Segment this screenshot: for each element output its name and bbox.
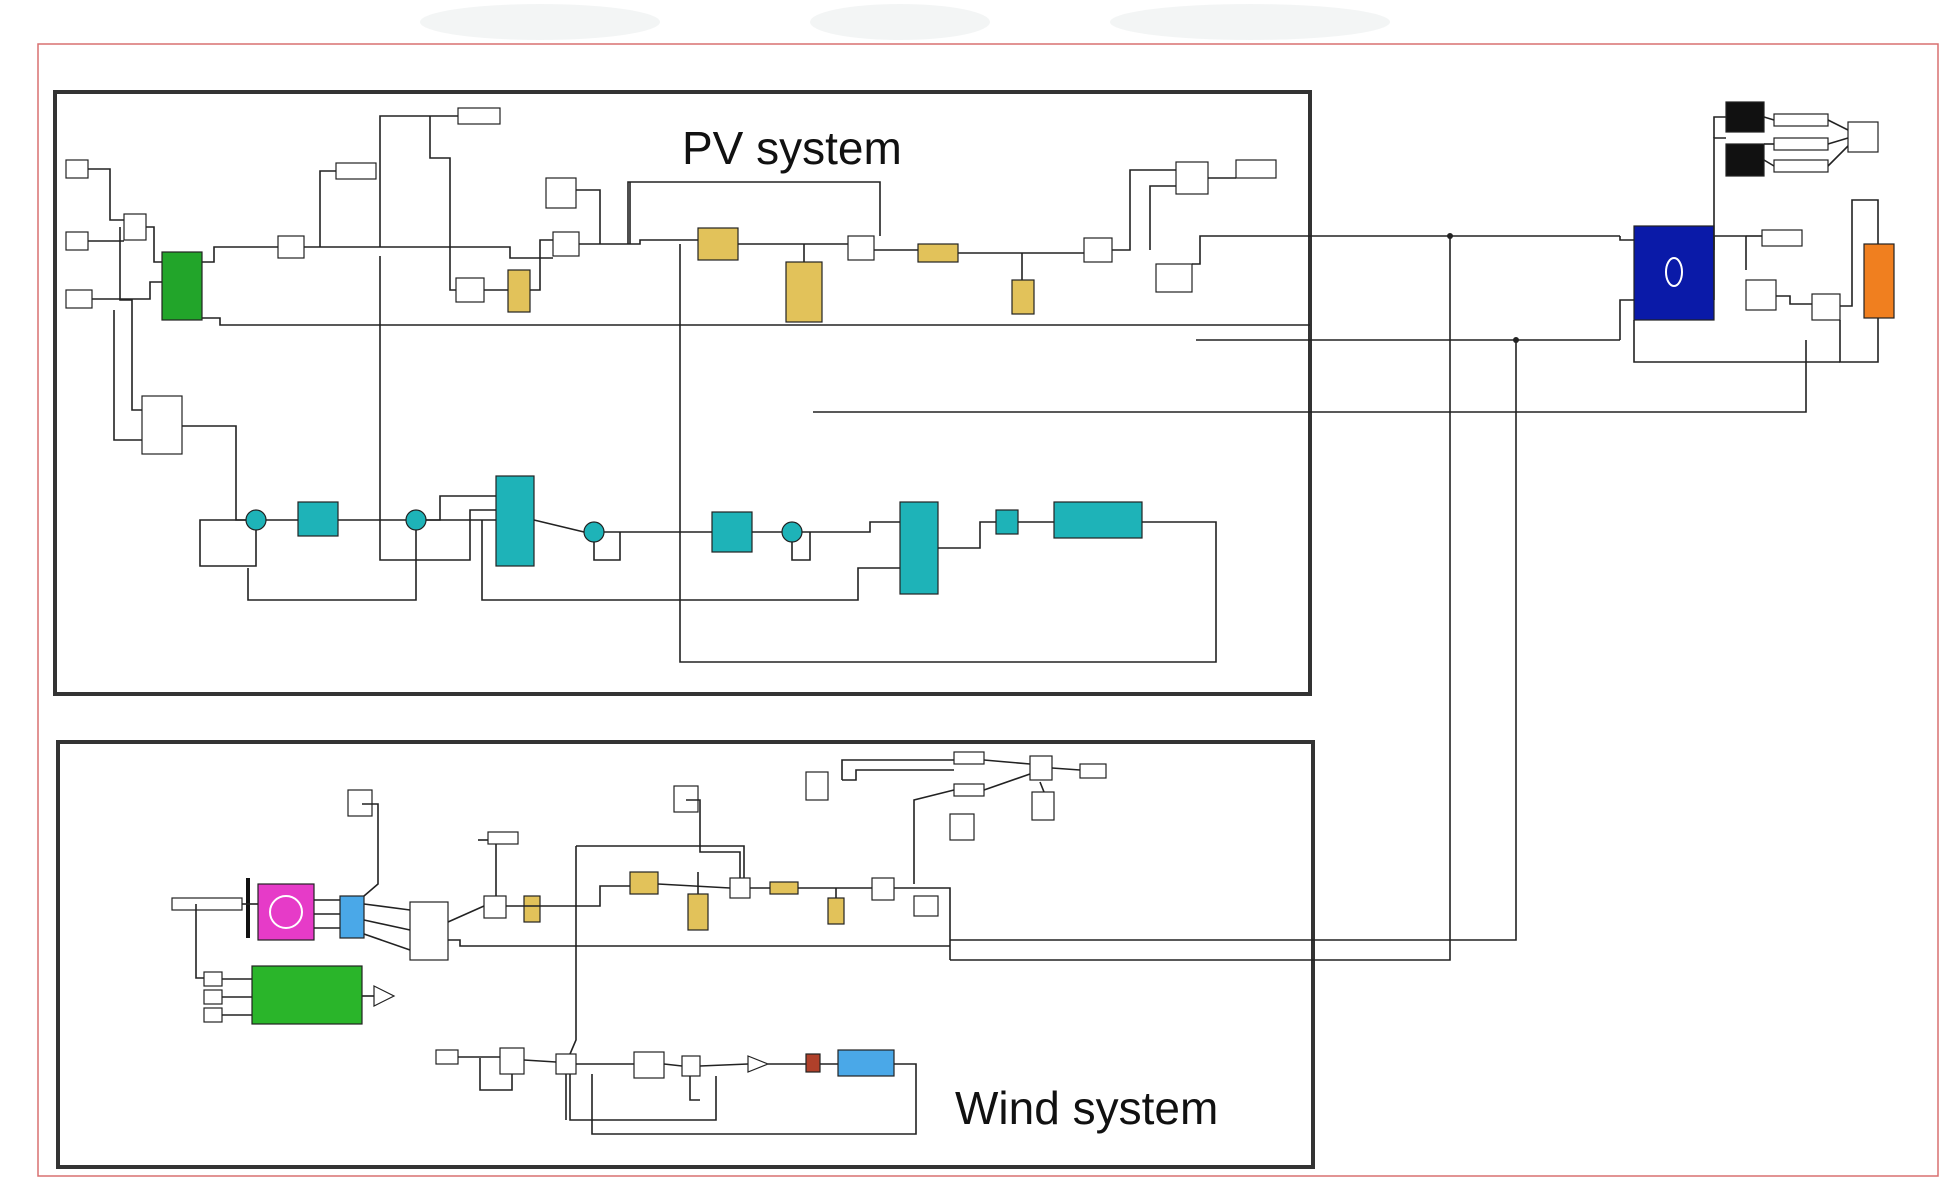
wind-display-2[interactable] (953, 783, 985, 797)
pv-system-title: PV system (682, 122, 902, 174)
wind-input-pitch[interactable] (203, 971, 223, 987)
pv-product-block-6[interactable] (1175, 161, 1209, 195)
wind-wires (195, 759, 1081, 1135)
pv-capacitor-2[interactable] (1011, 279, 1035, 315)
scope-icon[interactable] (1725, 101, 1765, 133)
capacitor-icon[interactable] (507, 269, 531, 313)
bus-junction-1 (1447, 233, 1453, 239)
pv-sum-3[interactable] (583, 521, 605, 543)
rs-scope-2[interactable] (1745, 279, 1777, 311)
wind-display-1[interactable] (953, 751, 985, 765)
pv-input-block-1[interactable] (65, 159, 89, 179)
pv-pwm-generator[interactable] (1053, 501, 1143, 539)
wind-product-1[interactable] (483, 895, 507, 919)
diode-icon[interactable] (785, 261, 823, 323)
wind-system-title: Wind system (955, 1082, 1218, 1134)
wind-gain-block[interactable] (747, 1055, 770, 1073)
resistor-icon[interactable] (1863, 243, 1895, 319)
wind-product-3[interactable] (871, 877, 895, 901)
pv-pid-controller-1[interactable] (297, 501, 339, 537)
wind-blocks (171, 751, 1107, 1079)
wind-saturation-block[interactable] (805, 1053, 821, 1073)
wind-display-top[interactable] (487, 831, 519, 845)
wind-sum-2[interactable] (681, 1055, 701, 1077)
pv-saturation-block[interactable] (995, 509, 1019, 535)
pv-sum-2[interactable] (405, 509, 427, 531)
sum-icon[interactable] (245, 509, 267, 531)
wind-system-panel (56, 740, 1315, 1169)
wind-mux-block[interactable] (499, 1047, 525, 1075)
pv-pid-controller-2[interactable] (711, 511, 753, 553)
pv-inductor-block[interactable] (917, 243, 959, 263)
rs-scope-block[interactable] (1847, 121, 1879, 153)
rs-current-sensor[interactable] (1811, 293, 1841, 321)
wind-product-2[interactable] (729, 877, 751, 899)
pv-input-block-3[interactable] (65, 289, 93, 309)
pv-display-ppv[interactable] (335, 162, 377, 180)
wind-capacitor-2[interactable] (827, 897, 845, 925)
pv-scope-1[interactable] (545, 177, 577, 209)
pv-switch-logic-2[interactable] (899, 501, 939, 595)
header-watermark (420, 4, 1390, 40)
bus-junction-2 (1513, 337, 1519, 343)
pv-blocks (65, 107, 1277, 595)
pv-product-block-5[interactable] (1083, 237, 1113, 263)
model-frame (37, 43, 1939, 1177)
pv-wires (88, 115, 1807, 663)
wind-scope-5[interactable] (1031, 791, 1055, 821)
battery-icon[interactable] (1633, 225, 1715, 321)
pv-system-panel (53, 90, 1312, 696)
wind-pi-controller[interactable] (633, 1051, 665, 1079)
pv-product-block-2[interactable] (455, 277, 485, 303)
rs-label-box-2[interactable] (1773, 137, 1829, 151)
pv-switch-logic-1[interactable] (495, 475, 535, 567)
gain-icon[interactable] (373, 985, 396, 1007)
pv-mppt-block[interactable] (141, 395, 183, 455)
battery-symbol (1665, 257, 1683, 287)
generator-symbol (269, 895, 303, 929)
pv-display-top[interactable] (457, 107, 501, 125)
wind-sum-block[interactable] (555, 1053, 577, 1075)
rs-label-box-3[interactable] (1773, 159, 1829, 173)
wind-rectifier-block[interactable] (409, 901, 449, 961)
pv-product-block-1[interactable] (277, 235, 305, 259)
rs-display-vdc[interactable] (1761, 229, 1803, 247)
wind-turbine-block[interactable] (251, 965, 363, 1025)
wind-input-speed[interactable] (203, 989, 223, 1005)
wind-pwm-generator[interactable] (837, 1049, 895, 1077)
wind-input-label[interactable] (171, 897, 243, 911)
wind-ref-input[interactable] (435, 1049, 459, 1065)
pv-product-block-4[interactable] (847, 235, 875, 261)
wind-inductor-block[interactable] (769, 881, 799, 895)
pv-sensor-block[interactable] (1155, 263, 1193, 293)
pv-mux-block[interactable] (123, 213, 147, 241)
wind-scope-4[interactable] (949, 813, 975, 841)
pv-input-block-2[interactable] (65, 231, 89, 251)
rs-label-box-1[interactable] (1773, 113, 1829, 127)
pv-switch-block[interactable] (697, 227, 739, 261)
pv-array-block[interactable] (161, 251, 203, 321)
rs-display-2[interactable] (1725, 143, 1765, 177)
pv-display-pdc[interactable] (1235, 159, 1277, 179)
wind-scope-3[interactable] (805, 771, 829, 801)
pv-product-block-3[interactable] (552, 231, 580, 257)
wind-scope-2[interactable] (673, 785, 699, 813)
grid-side-blocks (950, 101, 1895, 961)
wind-capacitor-1[interactable] (523, 895, 541, 923)
wind-product-block[interactable] (1029, 755, 1053, 781)
wind-scope-1[interactable] (347, 789, 373, 817)
wind-diode-block[interactable] (687, 893, 709, 931)
wind-display-3[interactable] (1079, 763, 1107, 779)
wind-switch-block[interactable] (629, 871, 659, 895)
wind-sensor-block[interactable] (913, 895, 939, 917)
wind-input-trigger[interactable] (203, 1007, 223, 1023)
pv-sum-4[interactable] (781, 521, 803, 543)
wind-bridge-block[interactable] (339, 895, 365, 939)
wind-generator-block[interactable] (257, 883, 315, 941)
